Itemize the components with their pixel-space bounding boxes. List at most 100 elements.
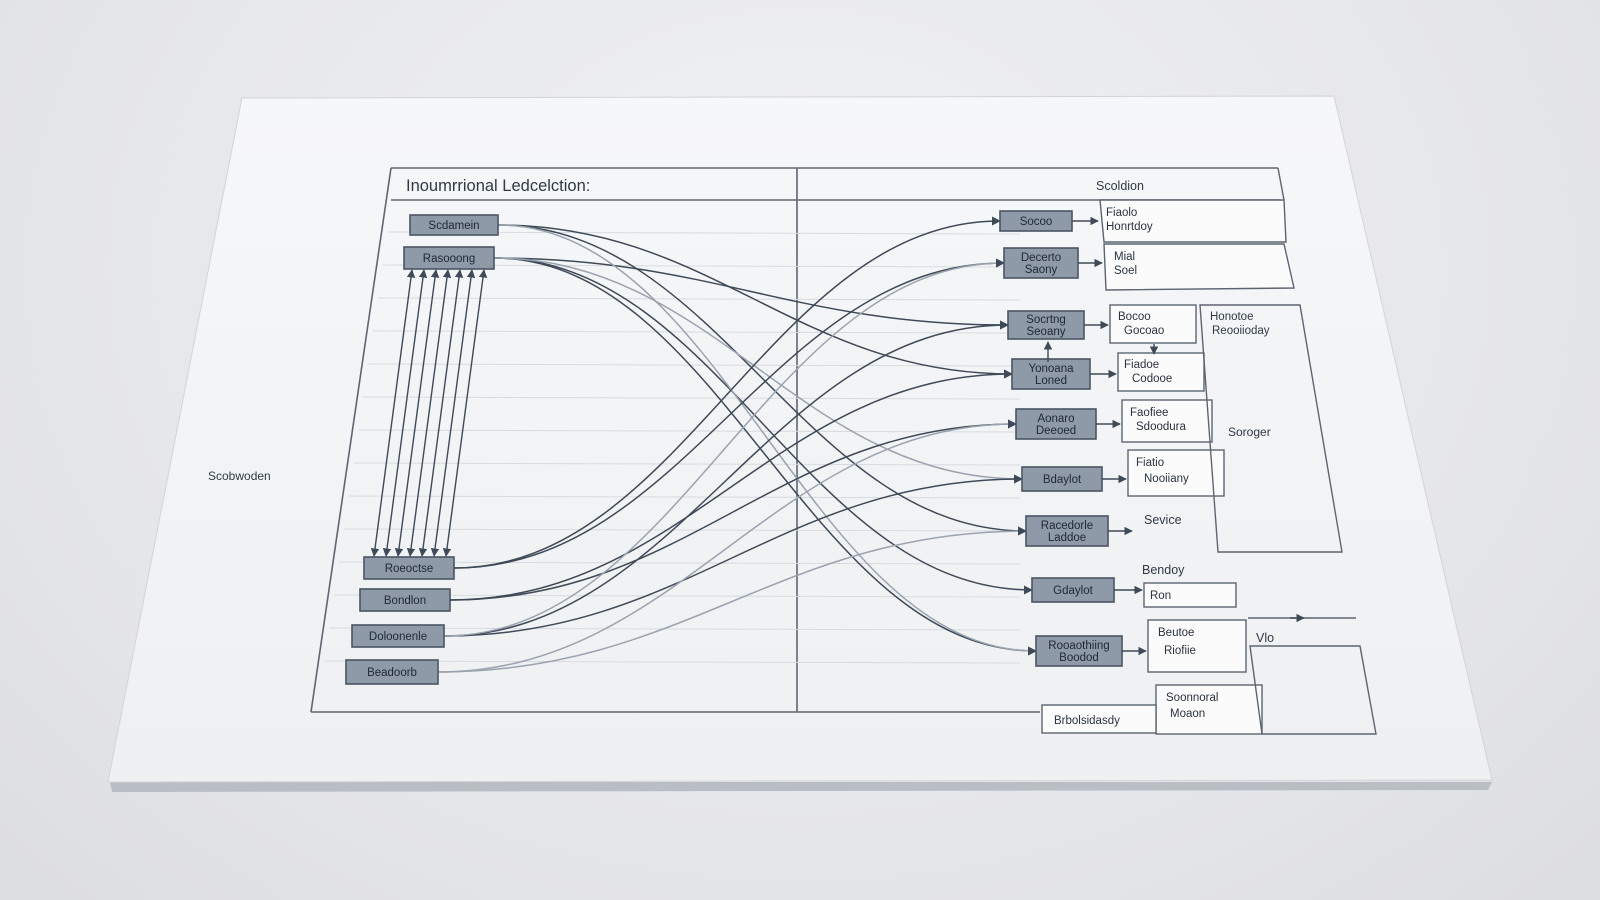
svg-text:Mial: Mial (1114, 251, 1135, 263)
right-box-5-l1: Faofiee (1130, 407, 1168, 419)
right-box-7-l1: Ron (1150, 590, 1171, 602)
right-box-9-l1: Soonnoral (1166, 692, 1218, 704)
right-node-2-l2: Saony (1025, 264, 1058, 276)
right-node-9[interactable]: Rooaothiing Boodod (1035, 635, 1123, 667)
connector-line (497, 224, 1027, 536)
right-node-7-l1: Racedorle (1041, 520, 1093, 532)
right-node-1[interactable]: Socoo (999, 210, 1073, 232)
right-node-4-l2: Loned (1035, 375, 1067, 387)
right-box-4[interactable]: Fiadoe Codooe (1117, 352, 1205, 392)
right-box-8[interactable]: Beutoe Riofiie (1147, 619, 1247, 673)
svg-text:Fiadoe: Fiadoe (1124, 359, 1159, 371)
right-box-4-l2: Codooe (1132, 373, 1172, 385)
far-right-label-4: Bendoy (1142, 563, 1185, 577)
right-box-6[interactable]: Fiatio Nooiiany (1127, 449, 1225, 497)
right-box-2-l1: Mial (1114, 251, 1135, 263)
svg-text:Honrtdoy: Honrtdoy (1106, 221, 1153, 233)
right-node-5-l2: Deeoed (1036, 425, 1076, 437)
far-right-labels: Honotoe Reooiioday Soroger Sevice Bendoy… (1142, 311, 1274, 645)
left-node-5-label: Doloonenle (369, 631, 427, 643)
right-node-4[interactable]: Yonoana Loned (1011, 358, 1091, 390)
right-node-4-l1: Yonoana (1029, 363, 1075, 375)
svg-text:Sdoodura: Sdoodura (1136, 421, 1186, 433)
far-right-label-2: Soroger (1228, 425, 1271, 439)
right-box-5-l2: Sdoodura (1136, 421, 1186, 433)
svg-text:Soonnoral: Soonnoral (1166, 692, 1218, 704)
right-box-3[interactable]: Bocoo Gocoao (1109, 304, 1197, 344)
tall-box-2 (1249, 645, 1377, 735)
right-box-5[interactable]: Faofiee Sdoodura (1121, 399, 1213, 443)
left-node-5[interactable]: Doloonenle (351, 624, 445, 648)
connector-line (443, 258, 1005, 637)
connector-line (453, 258, 1005, 569)
right-node-1-label: Socoo (1020, 216, 1053, 228)
svg-text:Soel: Soel (1114, 265, 1137, 277)
right-box-1[interactable]: Fiaolo Honrtdoy (1099, 199, 1287, 243)
connector-line (493, 257, 1037, 656)
left-node-1[interactable]: Scdamein (409, 214, 499, 236)
short-arrows (1043, 216, 1159, 656)
left-node-2-label: Rasooong (423, 253, 475, 265)
connector-line (497, 224, 1037, 656)
left-node-6-label: Beadoorb (367, 667, 417, 679)
connector-line (453, 216, 1001, 569)
far-right-label-5: Vlo (1256, 631, 1274, 645)
right-node-9-l2: Boodod (1059, 652, 1099, 664)
connector-line (443, 320, 1009, 637)
tall-box-1 (1199, 304, 1343, 553)
connector-line (497, 224, 1013, 379)
right-node-3-l1: Socrtng (1026, 314, 1066, 326)
bottom-node-label: Brbolsidasdy (1054, 715, 1120, 727)
right-node-6[interactable]: Bdaylot (1021, 466, 1103, 492)
right-node-5[interactable]: Aonaro Deeoed (1015, 408, 1097, 440)
right-node-3-l2: Seoany (1026, 326, 1065, 338)
svg-text:Bocoo: Bocoo (1118, 311, 1151, 323)
left-node-3-label: Roeoctse (385, 563, 434, 575)
left-node-4-label: Bondlon (384, 595, 426, 607)
svg-text:Faofiee: Faofiee (1130, 407, 1168, 419)
connector-line (449, 369, 1013, 601)
right-box-8-l2: Riofiie (1164, 645, 1196, 657)
far-right-label-1b: Reooiioday (1212, 325, 1270, 337)
left-nodes: Scdamein Rasooong Roeoctse Bondlon Doloo… (345, 214, 499, 685)
right-box-1-l2: Honrtdoy (1106, 221, 1153, 233)
right-node-9-l1: Rooaothiing (1048, 640, 1109, 652)
svg-text:Codooe: Codooe (1132, 373, 1172, 385)
right-box-7[interactable]: Ron (1143, 582, 1237, 608)
connector-line (493, 257, 1009, 330)
connector-line (437, 526, 1027, 673)
right-node-8-label: Gdaylot (1053, 585, 1093, 597)
svg-text:Fiatio: Fiatio (1136, 457, 1164, 469)
right-node-2-l1: Decerto (1021, 252, 1061, 264)
right-box-2[interactable]: Mial Soel (1103, 243, 1295, 291)
bottom-node[interactable]: Brbolsidasdy (1041, 704, 1157, 734)
right-nodes: Socoo Decerto Saony Socrtng Seoany Yonoa… (999, 210, 1123, 667)
right-box-3-l1: Bocoo (1118, 311, 1151, 323)
left-node-4[interactable]: Bondlon (359, 588, 451, 612)
right-node-7[interactable]: Racedorle Laddoe (1025, 515, 1109, 547)
connector-line (493, 257, 1023, 484)
left-node-3[interactable]: Roeoctse (363, 556, 455, 580)
far-right-label-1a: Honotoe (1210, 311, 1253, 323)
right-node-7-l2: Laddoe (1048, 532, 1086, 544)
bundle-arrow (442, 269, 488, 557)
right-box-4-l1: Fiadoe (1124, 359, 1159, 371)
connector-line (443, 474, 1023, 637)
right-box-8-l1: Beutoe (1158, 627, 1194, 639)
connector-line (437, 419, 1017, 673)
right-node-2[interactable]: Decerto Saony (1003, 247, 1079, 279)
diagram-title: Inoumrrional Ledcelction: (406, 177, 590, 195)
right-boxes: Fiaolo Honrtdoy Mial Soel Bocoo Gocoao F… (1099, 199, 1377, 735)
vertical-arrow-bundle (370, 269, 488, 557)
left-node-6[interactable]: Beadoorb (345, 659, 439, 685)
right-node-3[interactable]: Socrtng Seoany (1007, 310, 1085, 340)
right-box-9[interactable]: Soonnoral Moaon (1155, 684, 1263, 735)
right-box-9-l2: Moaon (1170, 708, 1205, 720)
connector-line (493, 257, 1033, 595)
svg-text:Fiaolo: Fiaolo (1106, 207, 1137, 219)
left-node-2[interactable]: Rasooong (403, 246, 495, 270)
right-node-8[interactable]: Gdaylot (1031, 577, 1115, 603)
connector-line (449, 419, 1017, 601)
right-box-6-l2: Nooiiany (1144, 473, 1189, 485)
right-node-5-l1: Aonaro (1037, 413, 1074, 425)
